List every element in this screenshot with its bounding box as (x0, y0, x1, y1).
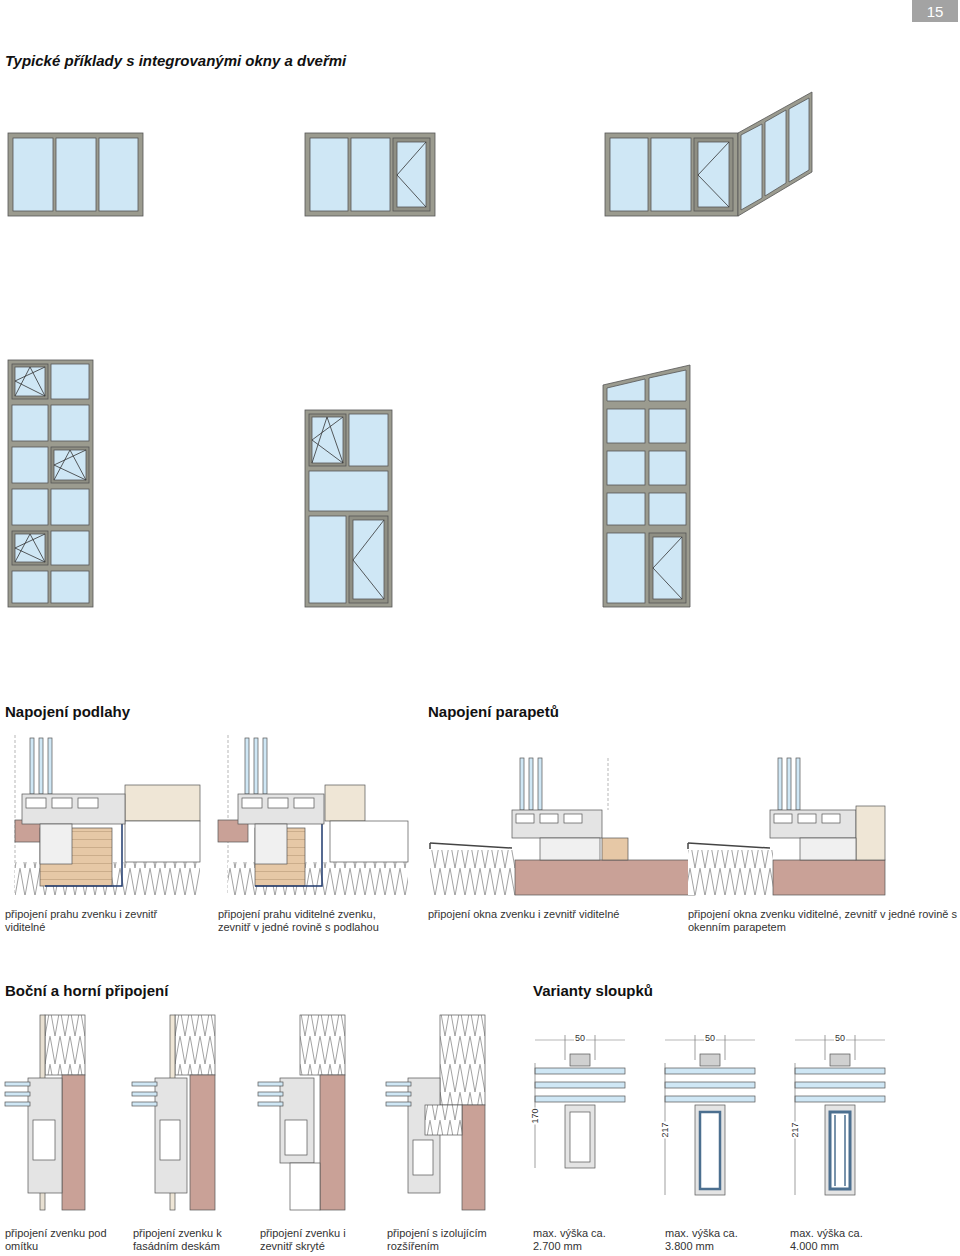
caption: max. výška ca. 3.800 mm (665, 1227, 745, 1253)
dimension: 170 (530, 1107, 540, 1124)
page-number-box: 15 (912, 0, 958, 22)
caption: připojení zvenku pod omítku (5, 1227, 115, 1253)
caption: připojení zvenku k fasádním deskám (133, 1227, 248, 1253)
caption: připojení zvenku i zevnitř skryté (260, 1227, 370, 1253)
section-heading: Napojení podlahy (5, 703, 130, 720)
section-heading: Varianty sloupků (533, 982, 653, 999)
caption: max. výška ca. 4.000 mm (790, 1227, 870, 1253)
caption: připojení prahu viditelné zvenku, zevnit… (218, 908, 408, 934)
caption: připojení prahu zvenku i zevnitř viditel… (5, 908, 165, 934)
caption: připojení okna zvenku viditelné, zevnitř… (688, 908, 958, 934)
dimension: 217 (660, 1121, 670, 1138)
page-title: Typické příklady s integrovanými okny a … (5, 52, 346, 69)
dimension: 217 (790, 1121, 800, 1138)
page-number: 15 (927, 3, 944, 20)
caption: max. výška ca. 2.700 mm (533, 1227, 613, 1253)
dimension: 50 (704, 1033, 716, 1043)
caption: připojení okna zvenku i zevnitř viditeln… (428, 908, 678, 921)
section-heading: Napojení parapetů (428, 703, 559, 720)
dimension: 50 (834, 1033, 846, 1043)
section-heading: Boční a horní připojení (5, 982, 168, 999)
dimension: 50 (574, 1033, 586, 1043)
caption: připojení s izolujícím rozšířením (387, 1227, 507, 1253)
